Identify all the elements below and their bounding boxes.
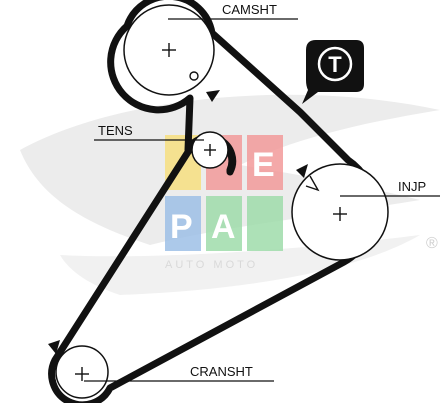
watermark-tile-green-1 bbox=[206, 196, 242, 251]
pulley-center-cross-icon bbox=[162, 43, 176, 57]
pulley-center-cross-icon bbox=[204, 144, 216, 156]
belt-direction-arrow-icon bbox=[206, 90, 220, 102]
watermark-tile-letter-a: A bbox=[211, 208, 236, 246]
camshaft-pulley bbox=[123, 4, 215, 96]
timing-belt bbox=[48, 0, 378, 403]
tensioner-badge: T bbox=[302, 40, 364, 104]
watermark-registered-mark: ® bbox=[426, 235, 438, 252]
belt-direction-arrow-outline-icon bbox=[305, 175, 320, 192]
tensioner-label: TENS bbox=[98, 123, 133, 138]
watermark-tile-blue bbox=[165, 196, 201, 251]
tensioner-pulley bbox=[191, 131, 229, 169]
belt-direction-arrow-icon bbox=[48, 340, 60, 354]
timing-mark-circle-icon bbox=[189, 71, 199, 81]
badge-circle bbox=[317, 46, 353, 82]
pulley-center-cross-icon bbox=[333, 207, 347, 221]
watermark-subtext: AUTO MOTO bbox=[165, 259, 258, 271]
crankshaft-pulley bbox=[55, 345, 109, 399]
injection-pump-pulley bbox=[291, 163, 389, 261]
belt-path bbox=[48, 0, 378, 403]
watermark-tile-letter-p: P bbox=[170, 208, 193, 246]
watermark-tile-letter-e: E bbox=[252, 146, 275, 184]
camshaft-label: CAMSHT bbox=[222, 2, 277, 17]
pulley-center-cross-icon bbox=[75, 367, 89, 381]
belt-direction-arrow-icon bbox=[296, 164, 308, 178]
watermark-tile-red-2 bbox=[247, 135, 283, 190]
injection-pump-label: INJP bbox=[398, 179, 426, 194]
crankshaft-label: CRANSHT bbox=[190, 364, 253, 379]
leader-lines bbox=[84, 18, 440, 382]
watermark-tile-green-2 bbox=[247, 196, 283, 251]
badge-letter: T bbox=[328, 52, 342, 77]
